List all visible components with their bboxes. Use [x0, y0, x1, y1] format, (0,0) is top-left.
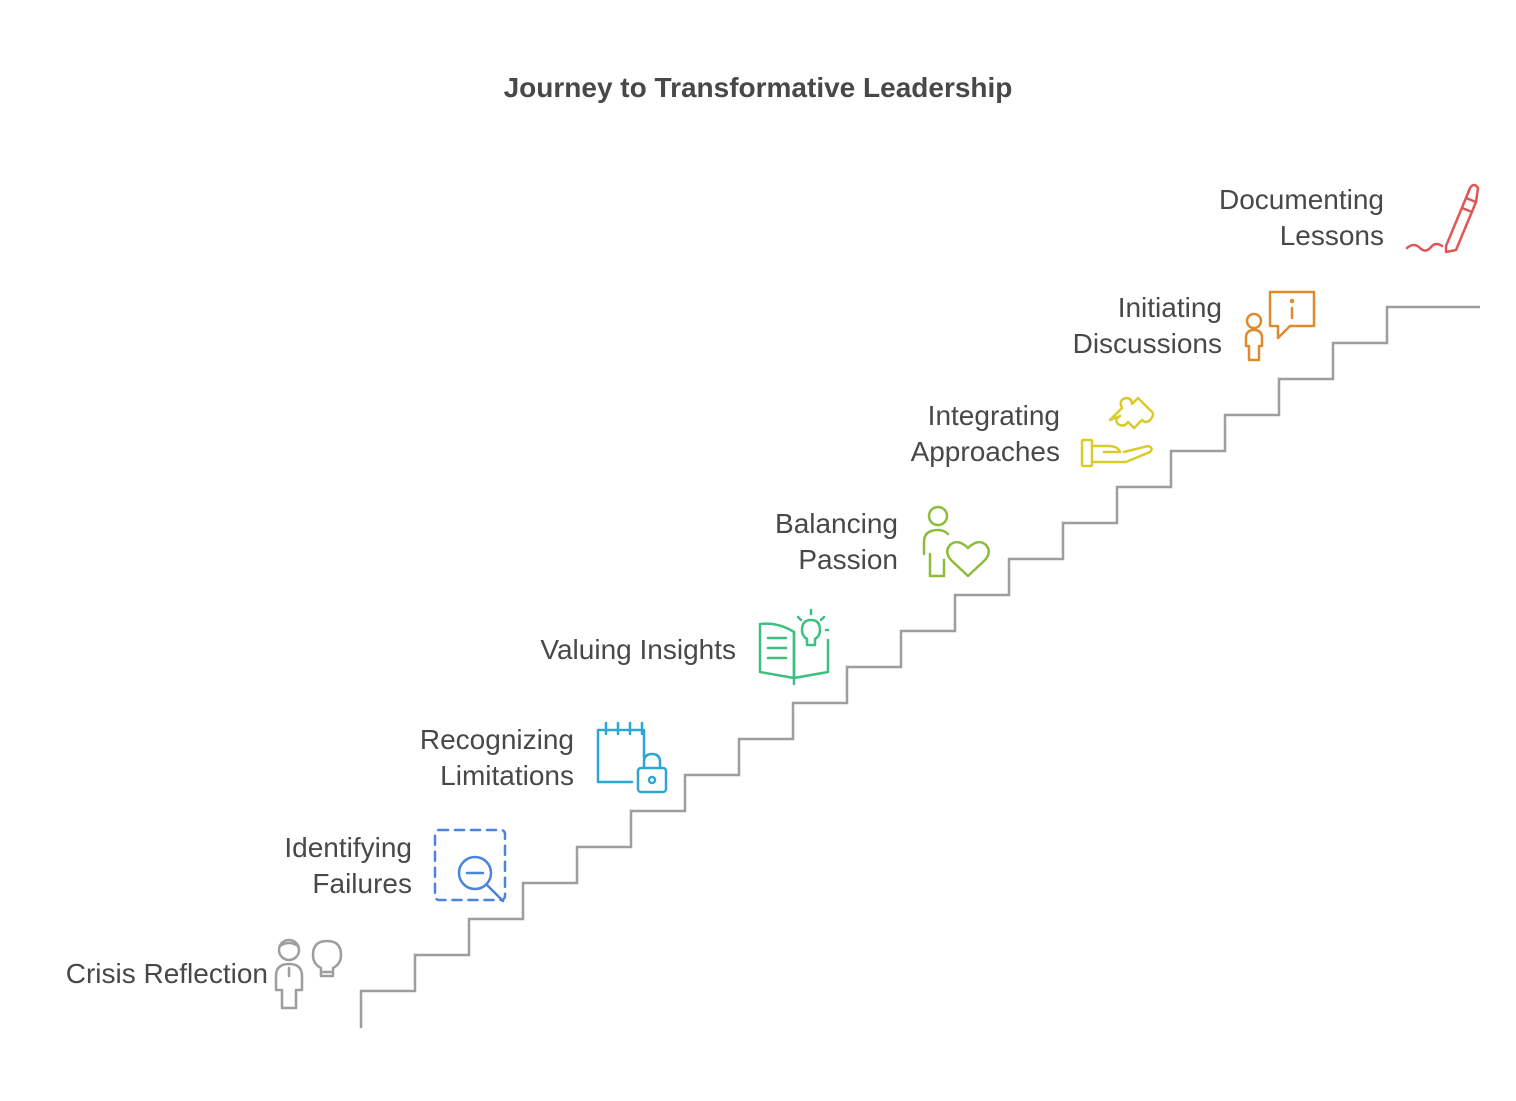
step-label-line1: Identifying: [284, 832, 412, 863]
step-label-line1: Balancing: [775, 508, 898, 539]
person-heart-icon: [922, 505, 990, 578]
step-label-integrating-approaches: Integrating Approaches: [911, 398, 1060, 470]
step-label-crisis-reflection: Crisis Reflection: [66, 956, 268, 992]
hand-puzzle-icon: [1080, 396, 1155, 468]
magnifier-minus-icon: [433, 828, 507, 903]
book-lightbulb-icon: [758, 608, 830, 686]
step-label-identifying-failures: Identifying Failures: [284, 830, 412, 902]
diagram-title: Journey to Transformative Leadership: [503, 72, 1013, 103]
step-label-line1: Integrating: [927, 400, 1060, 431]
step-label-line1: Initiating: [1117, 292, 1222, 323]
person-speech-info-icon: [1244, 290, 1316, 362]
step-label-balancing-passion: Balancing Passion: [775, 506, 898, 578]
step-label-line2: Approaches: [910, 436, 1060, 467]
step-label-line1: Crisis Reflection: [65, 958, 268, 989]
step-label-line1: Recognizing: [419, 724, 574, 755]
staircase-line: [359, 305, 1480, 1028]
person-lightbulb-icon: [274, 938, 343, 1010]
step-label-recognizing-limitations: Recognizing Limitations: [420, 722, 574, 794]
step-label-initiating-discussions: Initiating Discussions: [1073, 290, 1222, 362]
pen-icon: [1405, 183, 1480, 254]
step-label-line2: Limitations: [440, 760, 574, 791]
step-label-documenting-lessons: Documenting Lessons: [1219, 182, 1384, 254]
step-label-line1: Documenting: [1219, 184, 1384, 215]
step-label-line2: Lessons: [1279, 220, 1384, 251]
step-label-line2: Discussions: [1072, 328, 1222, 359]
step-label-line2: Failures: [312, 868, 412, 899]
step-label-line1: Valuing Insights: [540, 634, 736, 665]
calendar-lock-icon: [596, 721, 668, 794]
step-label-valuing-insights: Valuing Insights: [540, 632, 736, 668]
step-label-line2: Passion: [798, 544, 898, 575]
